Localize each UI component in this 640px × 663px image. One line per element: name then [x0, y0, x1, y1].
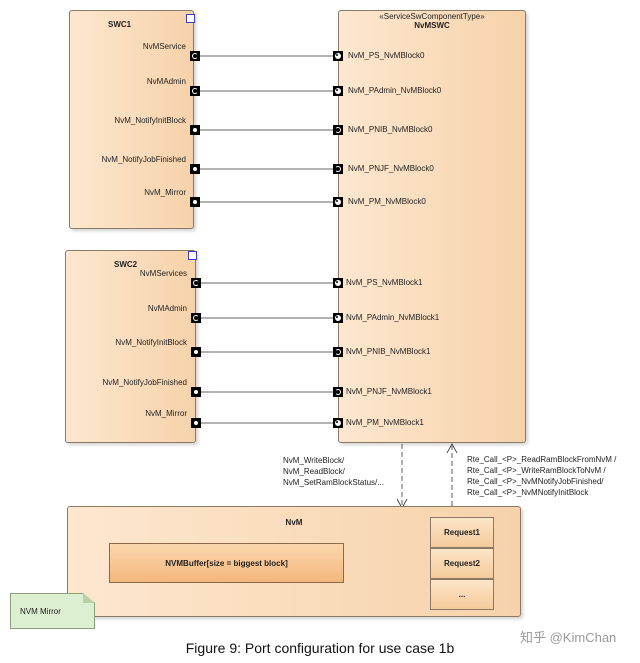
- swc1-port-3[interactable]: [190, 125, 200, 135]
- call-up-label-3: Rte_Call_<P>_NvMNotifyJobFinished/: [467, 477, 604, 486]
- call-up-arrowhead: [446, 443, 458, 454]
- required-port-icon: [192, 53, 198, 59]
- required-port-icon: [193, 315, 199, 321]
- call-up-label-4: Rte_Call_<P>_NvMNotifyInitBlock: [467, 488, 589, 497]
- swc2-port-3[interactable]: [191, 347, 201, 357]
- nvmswc-block1-port-label-3: NvM_PNIB_NvMBlock1: [346, 347, 431, 356]
- provided-port-icon: [193, 200, 197, 204]
- figure-caption: Figure 9: Port configuration for use cas…: [185, 640, 455, 656]
- swc2-port-label-2: NvMAdmin: [147, 304, 187, 313]
- swc2-port-5[interactable]: [191, 418, 201, 428]
- nvmswc-component[interactable]: «ServiceSwComponentType» NvMSWC: [338, 10, 526, 443]
- nvmswc-block1-port-4[interactable]: [333, 387, 343, 397]
- swc2-port-label-4: NvM_NotifyJobFinished: [102, 378, 187, 387]
- nvmswc-block0-port-label-5: NvM_PM_NvMBlock0: [348, 197, 426, 206]
- nvmswc-block0-port-label-3: NvM_PNIB_NvMBlock0: [348, 125, 433, 134]
- call-down-label-2: NvM_ReadBlock/: [283, 467, 345, 476]
- server-port-icon: [335, 53, 341, 59]
- nvmswc-block1-port-label-1: NvM_PS_NvMBlock1: [346, 278, 423, 287]
- server-port-icon: [335, 88, 341, 94]
- nvm-title: NvM: [285, 518, 303, 527]
- provided-port-icon: [194, 421, 198, 425]
- server-port-icon: [335, 315, 341, 321]
- provided-port-icon: [194, 350, 198, 354]
- component-icon: [188, 251, 197, 260]
- client-port-icon: [335, 389, 341, 395]
- nvmswc-block0-port-label-4: NvM_PNJF_NvMBlock0: [348, 164, 434, 173]
- nvm-mirror-note-text: NVM Mirror: [20, 607, 61, 616]
- swc1-port-label-1: NvMService: [142, 42, 186, 51]
- server-port-icon: [335, 420, 341, 426]
- nvmswc-block1-port-label-4: NvM_PNJF_NvMBlock1: [346, 387, 432, 396]
- nvmswc-block0-port-1[interactable]: [333, 51, 343, 61]
- server-port-icon: [335, 280, 341, 286]
- nvmswc-stereotype: «ServiceSwComponentType»: [379, 12, 485, 21]
- swc2-port-label-3: NvM_NotifyInitBlock: [115, 338, 187, 347]
- nvmswc-block1-port-5[interactable]: [333, 418, 343, 428]
- swc1-port-label-5: NvM_Mirror: [144, 188, 186, 197]
- client-port-icon: [335, 127, 341, 133]
- swc1-port-label-3: NvM_NotifyInitBlock: [114, 116, 186, 125]
- provided-port-icon: [194, 390, 198, 394]
- swc1-port-label-2: NvMAdmin: [146, 77, 186, 86]
- server-port-icon: [335, 199, 341, 205]
- request-more[interactable]: ...: [430, 579, 494, 610]
- swc2-port-label-1: NvMServices: [139, 269, 187, 278]
- swc2-port-1[interactable]: [191, 278, 201, 288]
- call-up-label-2: Rte_Call_<P>_WriteRamBlockToNvM /: [467, 466, 606, 475]
- swc1-port-2[interactable]: [190, 86, 200, 96]
- call-down-label-3: NvM_SetRamBlockStatus/...: [283, 478, 384, 487]
- nvmswc-block1-port-label-2: NvM_PAdmin_NvMBlock1: [346, 313, 440, 322]
- swc2-port-label-5: NvM_Mirror: [145, 409, 187, 418]
- nvmswc-block1-port-2[interactable]: [333, 313, 343, 323]
- swc2-component[interactable]: SWC2: [65, 250, 197, 443]
- nvmswc-block1-port-label-5: NvM_PM_NvMBlock1: [346, 418, 424, 427]
- nvmswc-block0-port-label-1: NvM_PS_NvMBlock0: [348, 51, 425, 60]
- nvmswc-block0-port-label-2: NvM_PAdmin_NvMBlock0: [348, 86, 442, 95]
- required-port-icon: [192, 88, 198, 94]
- nvm-mirror-note[interactable]: [10, 593, 95, 629]
- nvmswc-block0-port-3[interactable]: [333, 125, 343, 135]
- swc1-port-4[interactable]: [190, 164, 200, 174]
- swc2-title: SWC2: [114, 260, 138, 269]
- provided-port-icon: [193, 167, 197, 171]
- swc2-port-4[interactable]: [191, 387, 201, 397]
- watermark: 知乎 @KimChan: [520, 630, 617, 645]
- nvmswc-title: NvMSWC: [414, 21, 450, 30]
- swc1-port-label-4: NvM_NotifyJobFinished: [101, 155, 186, 164]
- call-down-label-1: NvM_WriteBlock/: [283, 456, 345, 465]
- call-up-label-1: Rte_Call_<P>_ReadRamBlockFromNvM /: [467, 455, 617, 464]
- provided-port-icon: [193, 128, 197, 132]
- swc2-port-2[interactable]: [191, 313, 201, 323]
- nvm-buffer[interactable]: NVMBuffer[size = biggest block]: [109, 543, 344, 583]
- swc1-title: SWC1: [108, 20, 132, 29]
- nvmswc-block0-port-4[interactable]: [333, 164, 343, 174]
- note-fold-corner: [83, 593, 95, 603]
- client-port-icon: [335, 349, 341, 355]
- request-1[interactable]: Request1: [430, 517, 494, 548]
- required-port-icon: [193, 280, 199, 286]
- nvmswc-block1-port-1[interactable]: [333, 278, 343, 288]
- nvmswc-block0-port-2[interactable]: [333, 86, 343, 96]
- request-2[interactable]: Request2: [430, 548, 494, 579]
- swc1-component[interactable]: SWC1: [69, 10, 195, 229]
- component-icon: [186, 14, 195, 23]
- swc1-port-5[interactable]: [190, 197, 200, 207]
- nvmswc-block0-port-5[interactable]: [333, 197, 343, 207]
- swc1-port-1[interactable]: [190, 51, 200, 61]
- nvmswc-block1-port-3[interactable]: [333, 347, 343, 357]
- client-port-icon: [335, 166, 341, 172]
